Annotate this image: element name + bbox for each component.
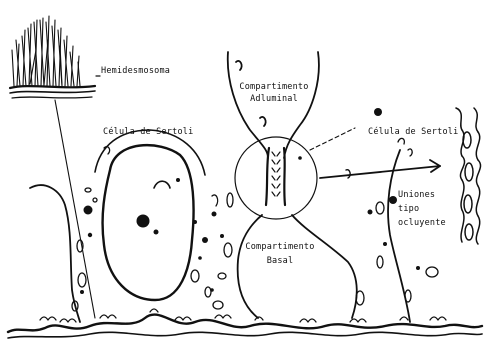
tight-junctions-label: Uniones tipo ocluyente: [398, 188, 446, 230]
basement-membrane: [8, 309, 482, 338]
junctions-label-line3: ocluyente: [398, 216, 446, 230]
sertoli-cell-right-label: Célula de Sertoli: [368, 127, 458, 137]
sertoli-cell-left-label: Célula de Sertoli: [103, 127, 193, 137]
adluminal-compartment-label: Compartimento Adluminal: [224, 82, 324, 104]
junctions-label-line1: Uniones: [398, 188, 446, 202]
magnification-arrow: [320, 160, 440, 178]
basal-compartment-label: Compartimento Basal: [230, 242, 330, 266]
right-cell-outline: [388, 150, 410, 322]
adluminal-label-line2: Adluminal: [224, 94, 324, 104]
left-cell-outline: [30, 185, 80, 322]
junction-magnifier: [235, 137, 317, 219]
adluminal-label-line1: Compartimento: [224, 82, 324, 92]
tight-junction-strands: [456, 108, 481, 244]
junctions-label-line2: tipo: [398, 202, 446, 216]
sertoli-cell-left: [95, 130, 205, 300]
basal-compartment: [238, 215, 357, 318]
basal-label-line2: Basal: [230, 256, 330, 266]
sertoli-pointer-line: [310, 128, 355, 150]
hemidesmosome-inset: [10, 16, 100, 98]
hemidesmosome-label: Hemidesmosoma: [101, 66, 170, 76]
organelles: [72, 138, 438, 311]
adluminal-compartment: [228, 52, 319, 158]
basal-label-line1: Compartimento: [230, 242, 330, 252]
